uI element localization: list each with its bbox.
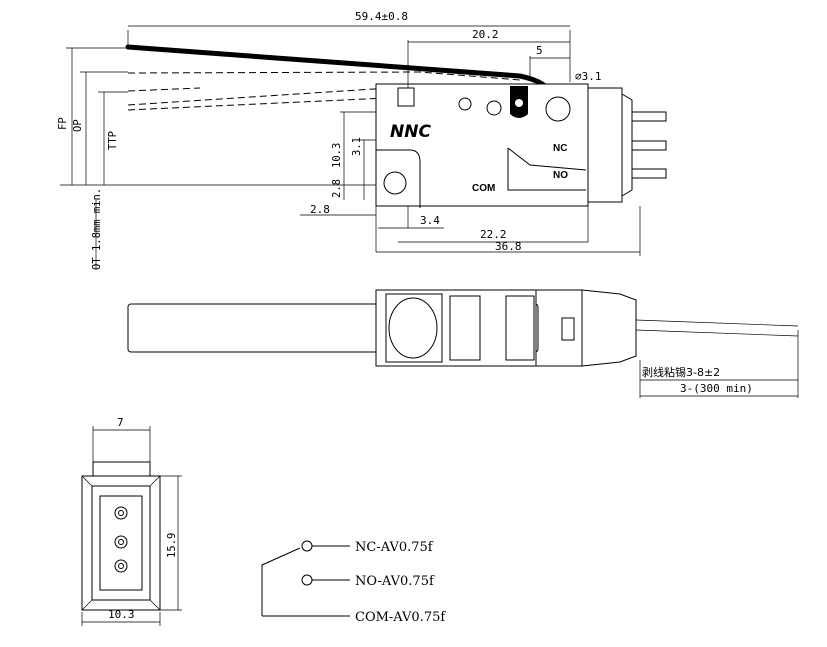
actuator-housing-top xyxy=(535,289,583,367)
seal-block xyxy=(587,87,623,203)
lead-wires-top xyxy=(635,319,799,398)
lever-ttp-mark xyxy=(127,87,201,92)
lead-nc xyxy=(631,111,667,122)
schematic-lines xyxy=(261,545,350,617)
dim-ttp: TTP xyxy=(107,131,119,150)
dim-roller-dia: ∅3.1 xyxy=(575,70,602,83)
lead-no xyxy=(631,140,667,151)
dim-5: 5 xyxy=(536,44,543,57)
wiring-schematic: NC-AV0.75f NO-AV0.75f COM-AV0.75f xyxy=(261,540,446,625)
roller xyxy=(545,96,571,122)
mounting-hole xyxy=(383,171,407,195)
dim-ot: OT 1.8mm min. xyxy=(91,188,103,270)
dim-10-3-side: 10.3 xyxy=(331,143,343,168)
pivot-hole xyxy=(458,97,472,111)
top-view: 剥线粘锡3-8±2 3-(300 min) xyxy=(127,289,799,398)
dim-36-8: 36.8 xyxy=(495,240,522,253)
front-body-outer xyxy=(81,475,161,611)
switch-body xyxy=(375,83,589,207)
lead-length: 3-(300 min) xyxy=(680,382,753,395)
brand-logo: NNC xyxy=(390,122,431,142)
dim-20-2: 20.2 xyxy=(472,28,499,41)
dim-op: OP xyxy=(72,119,84,132)
lever-ot-position xyxy=(127,85,421,106)
dim-22-2: 22.2 xyxy=(480,228,507,241)
lever-top xyxy=(127,303,539,353)
schematic-nc-label: NC-AV0.75f xyxy=(355,540,434,555)
lever-op-position xyxy=(127,71,521,81)
dim-overall-length: 59.4±0.8 xyxy=(355,10,408,23)
side-view: NNC NC NO COM 59.4±0.8 20.2 5 ∅3.1 FP OP… xyxy=(57,10,667,270)
dim-3-1: 3.1 xyxy=(351,137,363,156)
seal-top xyxy=(581,289,637,367)
body-top xyxy=(375,289,537,367)
dim-fp: FP xyxy=(57,117,69,130)
terminal-no-label: NO xyxy=(553,170,568,181)
front-view: 7 15.9 10.3 xyxy=(81,416,182,626)
terminal-block xyxy=(99,495,143,591)
dim-height-15-9: 15.9 xyxy=(166,533,178,558)
dim-width-10-3: 10.3 xyxy=(108,608,135,621)
strip-note: 剥线粘锡3-8±2 xyxy=(642,365,720,379)
terminal-com-label: COM xyxy=(472,183,495,194)
terminal-nc-label: NC xyxy=(553,143,567,154)
schematic-com-label: COM-AV0.75f xyxy=(355,610,446,625)
dim-2-8-h: 2.8 xyxy=(310,203,330,216)
lead-com xyxy=(631,168,667,179)
nc-contact xyxy=(301,540,313,552)
dim-3-4: 3.4 xyxy=(420,214,440,227)
schematic-no-label: NO-AV0.75f xyxy=(355,574,435,589)
dim-width-7: 7 xyxy=(117,416,124,429)
no-contact xyxy=(301,574,313,586)
dim-2-8-v: 2.8 xyxy=(331,179,343,198)
